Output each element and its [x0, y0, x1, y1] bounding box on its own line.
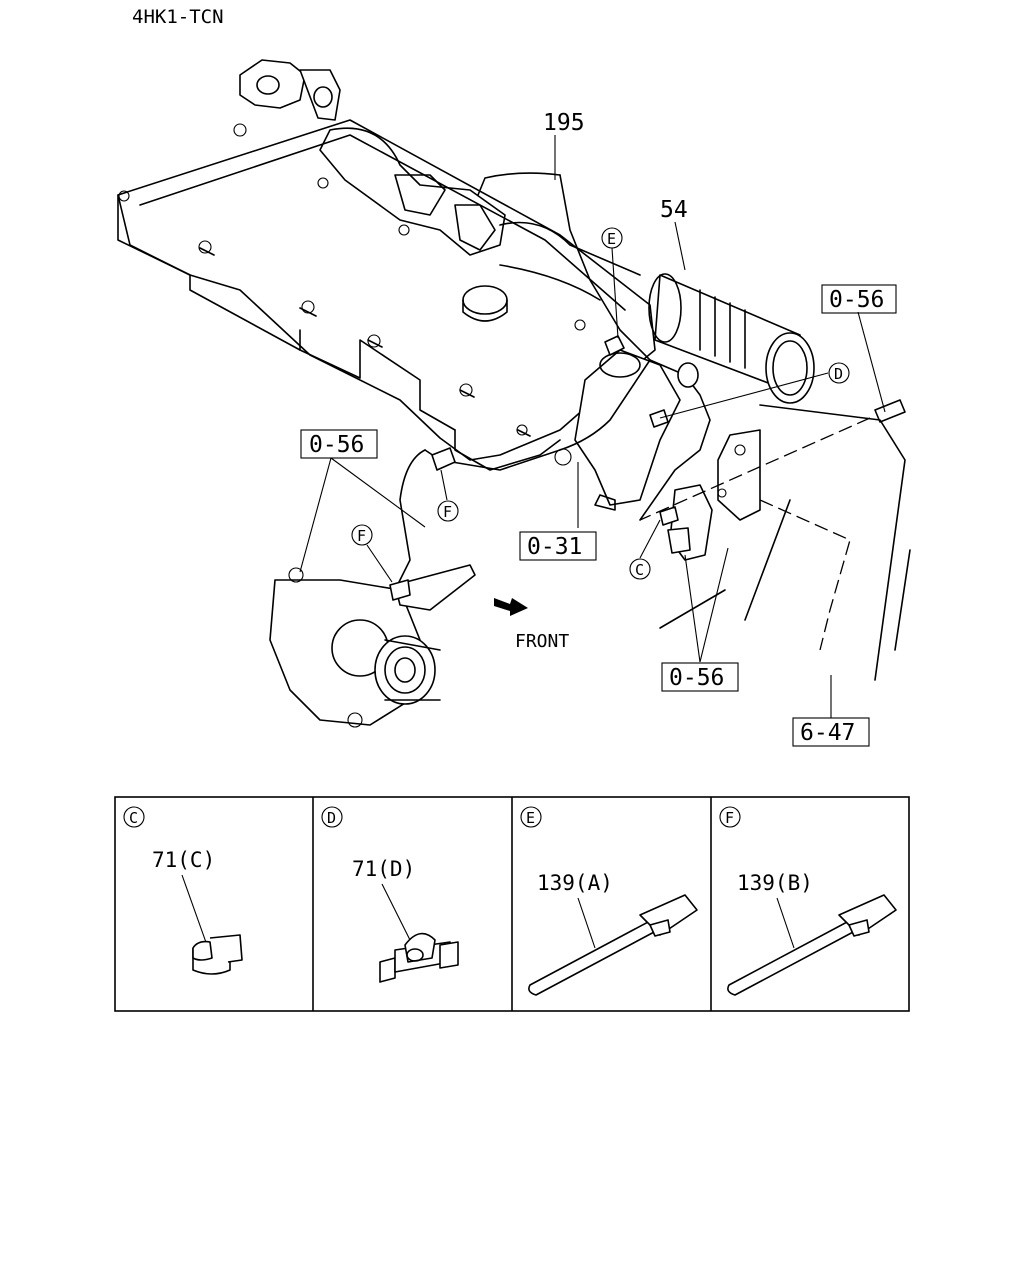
pipe-54: [648, 273, 815, 404]
detail-panel-d: D 71(D): [321, 806, 459, 983]
svg-text:D: D: [834, 365, 843, 383]
part-label-54: 54: [660, 197, 688, 223]
callout-0-56-bottom: 0-56: [661, 662, 739, 692]
detail-part-71d: 71(D): [352, 857, 415, 881]
svg-text:F: F: [357, 527, 366, 545]
callout-195: 195: [543, 110, 585, 136]
circle-marker-d: D: [828, 362, 850, 384]
svg-text:E: E: [607, 230, 616, 248]
detail-part-139b: 139(B): [737, 871, 813, 895]
part-label-6-47: 6-47: [800, 720, 855, 746]
part-label-0-56-left: 0-56: [309, 432, 364, 458]
detail-panel-f: F 139(B): [719, 806, 897, 996]
detail-part-71c: 71(C): [152, 848, 215, 872]
part-label-0-31: 0-31: [527, 534, 582, 560]
part-label-195: 195: [543, 110, 585, 136]
part-label-0-56-right: 0-56: [829, 287, 884, 313]
callout-6-47: 6-47: [792, 717, 870, 747]
detail-panel-c: C 71(C): [123, 806, 243, 975]
part-label-0-56-bottom: 0-56: [669, 665, 724, 691]
circle-marker-f-lower: F: [351, 524, 373, 546]
detail-letter-f: F: [725, 809, 734, 827]
leader-lines: [299, 135, 886, 718]
clip-71d-icon: [379, 932, 459, 983]
diagram-title: 4HK1-TCN: [132, 6, 224, 28]
svg-text:C: C: [635, 561, 644, 579]
detail-part-139a: 139(A): [537, 871, 613, 895]
callout-0-56-right: 0-56: [821, 284, 897, 314]
cable-tie-139b-icon: [727, 894, 897, 996]
alternator: [269, 564, 476, 728]
detail-letter-d: D: [327, 809, 336, 827]
circle-marker-c: C: [629, 558, 651, 580]
engine-illustration: [117, 59, 911, 728]
front-arrow: FRONT: [494, 598, 569, 652]
svg-text:F: F: [443, 503, 452, 521]
cable-tie-139a-icon: [528, 894, 698, 996]
front-label: FRONT: [515, 631, 569, 652]
callout-54: 54: [660, 197, 688, 223]
detail-letter-c: C: [129, 809, 138, 827]
circle-marker-e: E: [601, 227, 623, 249]
clip-71c-icon: [192, 934, 243, 975]
detail-panel-e: E 139(A): [520, 806, 698, 996]
callout-0-31: 0-31: [519, 531, 597, 561]
callout-0-56-left: 0-56: [300, 429, 378, 459]
detail-table: C 71(C) D 71(D): [114, 796, 910, 1012]
detail-letter-e: E: [526, 809, 535, 827]
circle-marker-f-upper: F: [437, 500, 459, 522]
